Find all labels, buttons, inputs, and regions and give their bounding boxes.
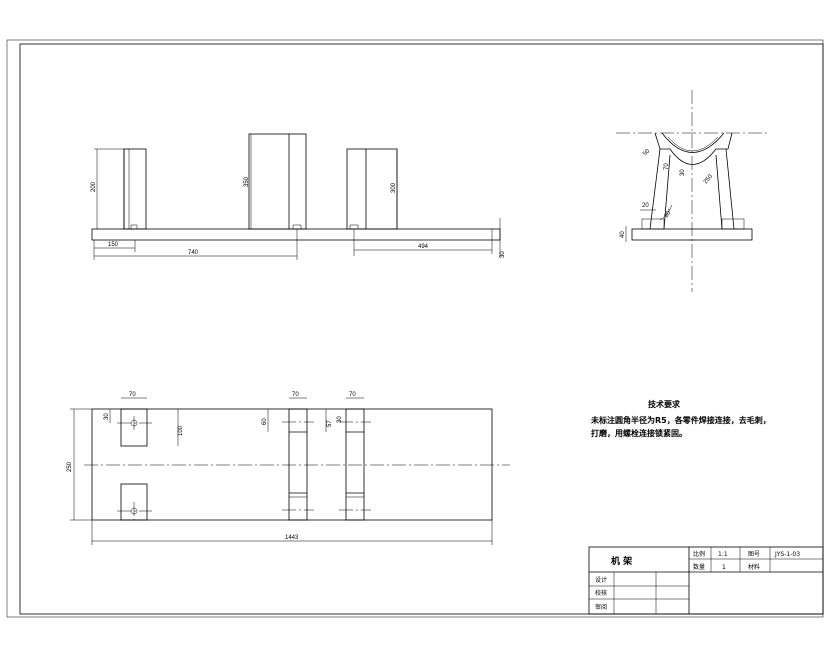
side-legs bbox=[649, 148, 735, 230]
tb-design-label: 设计 bbox=[595, 576, 607, 584]
dim-side-r-small: 30 bbox=[680, 169, 686, 176]
dim-front-h2: 350 bbox=[244, 176, 250, 187]
outer-border bbox=[6, 39, 824, 618]
dim-front-b3: 494 bbox=[418, 244, 429, 250]
top-base-plate bbox=[91, 408, 493, 521]
dim-side-h-base: 40 bbox=[620, 231, 626, 238]
dim-top-w1: 70 bbox=[129, 392, 136, 398]
title-block: 机 架 比例 1:1 图号 JYS-1-03 数量 1 材料 设计 校核 审阅 bbox=[588, 546, 824, 615]
dim-top-a4: 57 bbox=[327, 420, 333, 427]
dim-top-w3: 70 bbox=[349, 392, 356, 398]
tb-qty-label: 数量 bbox=[693, 563, 705, 571]
side-base bbox=[631, 228, 753, 241]
front-base-plate bbox=[91, 228, 501, 241]
front-column-1 bbox=[123, 148, 147, 230]
dim-side-angle: 80° bbox=[664, 208, 674, 219]
top-column-3 bbox=[345, 408, 365, 521]
dim-top-a5: 30 bbox=[337, 416, 343, 423]
dim-front-h1: 200 bbox=[91, 181, 97, 192]
dim-front-h3: 300 bbox=[391, 182, 397, 193]
dim-top-a2: 100 bbox=[178, 425, 184, 436]
tech-notes-title: 技术要求 bbox=[648, 399, 681, 409]
dim-front-b1: 150 bbox=[108, 242, 119, 248]
top-plate-upper bbox=[120, 408, 148, 447]
dim-side-r-mid: 70 bbox=[664, 163, 670, 170]
tb-drawing-no-label: 图号 bbox=[748, 551, 760, 558]
front-column-3 bbox=[346, 148, 398, 230]
tech-notes-line2: 打磨，用螺栓连接锁紧固。 bbox=[591, 428, 687, 438]
tb-qty-value: 1 bbox=[722, 564, 726, 571]
top-column-2 bbox=[288, 408, 308, 521]
dim-side-r-big: 250 bbox=[703, 173, 714, 185]
tb-check-label: 校核 bbox=[595, 589, 607, 597]
dim-side-w-base: 20 bbox=[642, 203, 649, 209]
dim-top-length: 1443 bbox=[285, 535, 299, 541]
dim-front-b2: 740 bbox=[188, 250, 199, 256]
front-column-2 bbox=[248, 133, 307, 230]
tb-scale-label: 比例 bbox=[693, 550, 705, 558]
dim-top-a1: 30 bbox=[104, 413, 110, 420]
front-view: 200 350 300 150 740 494 30 bbox=[91, 133, 506, 260]
dim-front-t: 30 bbox=[500, 251, 506, 258]
tech-notes-line1: 未标注圆角半径为R5，各零件焊接连接，去毛刺， bbox=[590, 415, 771, 425]
dim-top-w2: 70 bbox=[292, 392, 299, 398]
tb-scale-value: 1:1 bbox=[718, 551, 728, 558]
tech-notes: 技术要求 未标注圆角半径为R5，各零件焊接连接，去毛刺， 打磨，用螺栓连接锁紧固… bbox=[590, 399, 771, 438]
dim-side-r-top: 50 bbox=[642, 148, 651, 157]
tb-approve-label: 审阅 bbox=[595, 603, 607, 611]
side-saddle bbox=[654, 132, 733, 165]
tb-material-label: 材料 bbox=[748, 563, 760, 571]
tb-part-name: 机 架 bbox=[611, 555, 632, 567]
dim-top-a3: 60 bbox=[262, 418, 268, 425]
tb-drawing-no-value: JYS-1-03 bbox=[774, 551, 800, 558]
dim-top-height: 250 bbox=[67, 461, 73, 472]
top-view: 70 70 70 30 100 60 57 30 250 1443 bbox=[67, 392, 510, 545]
side-view: 50 70 30 250 20 80° 40 bbox=[616, 90, 768, 292]
inner-border bbox=[19, 43, 824, 615]
